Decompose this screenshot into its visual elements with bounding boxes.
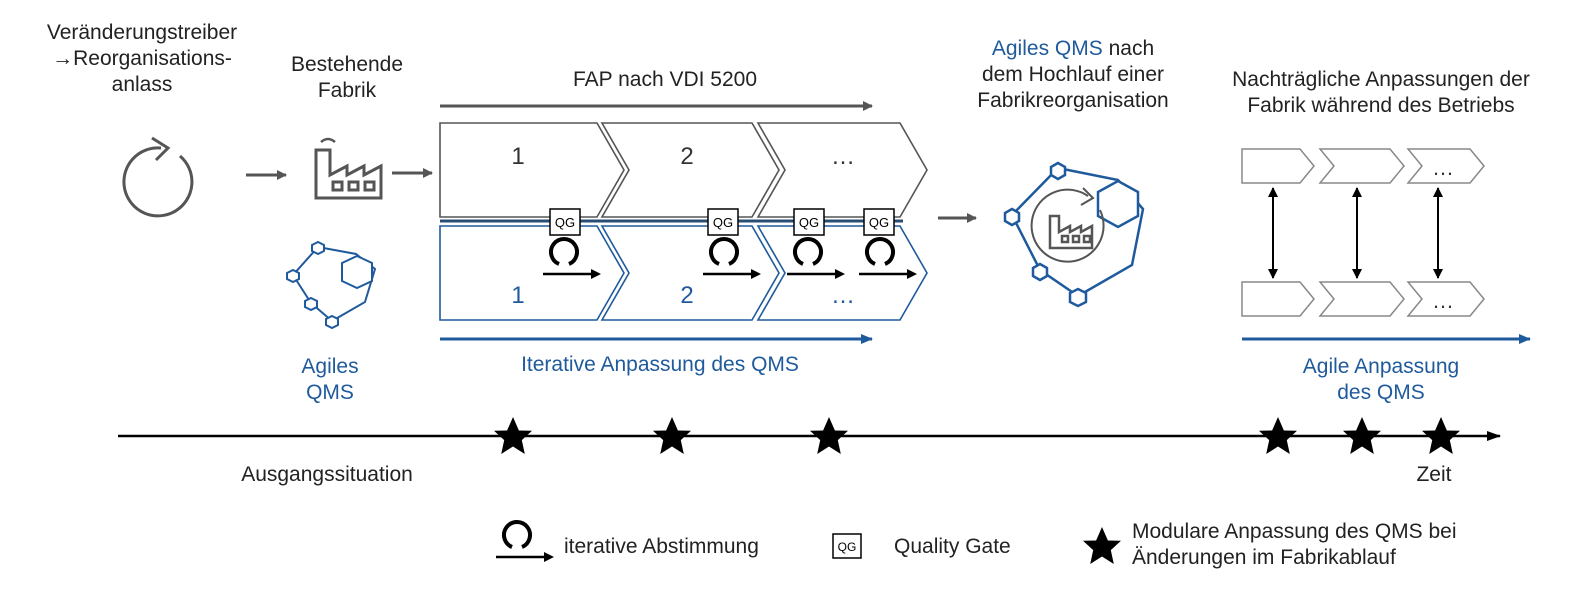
agile-qms-line-3: Fabrikreorganisation [977,89,1169,112]
baseline-label: Ausgangssituation [241,463,413,486]
driver-line-1: Veränderungstreiber [46,21,238,44]
legend-modular-adjustment-label: Modulare Anpassung des QMS bei Änderunge… [1132,519,1457,571]
legend-star-line-2: Änderungen im Fabrikablauf [1132,546,1396,569]
agile-qms-line-2: dem Hochlauf einer [981,63,1165,86]
factory-line-1: Bestehende [290,53,404,76]
agile-qms-rest: nach [1102,37,1155,60]
milestone-star-icon [1259,417,1297,454]
fap-title: FAP nach VDI 5200 [572,68,758,91]
agiles-qms-label: Agiles QMS [270,354,390,406]
small-chevron-ellipsis-bottom: … [1432,288,1454,313]
milestone-star-icon [1343,417,1381,454]
cycle-icon [122,136,194,218]
agiles-line-2: QMS [306,381,354,404]
qg-label: QG [869,215,889,230]
agile-adjustment-label: Agile Anpassung des QMS [1266,354,1496,406]
factory-label: Bestehende Fabrik [272,52,422,104]
driver-line-2: →Reorganisations- [52,47,232,70]
milestone-star-icon [653,417,691,454]
quality-gate-4: QG [863,208,895,236]
qg-label: QG [555,215,575,230]
small-chevron-ellipsis-top: … [1432,155,1454,180]
post-line-2: Fabrik während des Betriebs [1247,94,1515,117]
iteration-loop-icon [541,237,603,281]
milestone-star-icon [810,417,848,454]
factory-line-2: Fabrik [317,79,377,102]
fap-phase-1-label: 1 [511,143,524,170]
agiles-line-1: Agiles [301,355,359,378]
milestone-star-icon [494,417,532,454]
post-adjustment-label: Nachträgliche Anpassungen der Fabrik wäh… [1196,67,1566,119]
qg-label: QG [713,215,733,230]
legend-iteration-loop-icon [494,520,556,564]
iteration-loop-icon [701,237,763,281]
agile-qms-network-icon [286,240,377,330]
legend-star-icon [1083,527,1121,564]
driver-label: Veränderungstreiber →Reorganisations- an… [18,20,266,98]
time-axis-label: Zeit [1416,463,1452,486]
agile-adjustment-line-1: Agile Anpassung [1302,355,1460,378]
legend-quality-gate-icon: QG [832,533,862,559]
legend-iteration-label: iterative Abstimmung [564,535,759,558]
qms-phase-2-label: 2 [680,282,693,309]
fap-phase-more-label: … [831,143,855,170]
iteration-loop-icon [857,237,919,281]
fap-phase-2-label: 2 [680,143,693,170]
agile-qms-factory-icon [1003,161,1145,308]
driver-line-3: anlass [111,73,173,96]
fap-phase-chevrons [439,122,928,218]
agile-adjustment-line-2: des QMS [1337,381,1425,404]
quality-gate-3: QG [793,208,825,236]
iteration-loop-icon [785,237,847,281]
iterative-adjustment-label: Iterative Anpassung des QMS [521,353,799,376]
qms-phase-1-label: 1 [511,282,524,309]
qms-phase-more-label: … [831,282,855,309]
agile-qms-highlight: Agiles QMS [991,37,1103,60]
legend-star-line-1: Modulare Anpassung des QMS bei [1132,520,1457,543]
legend-quality-gate-label: Quality Gate [894,535,1011,558]
qg-label: QG [799,215,819,230]
agile-qms-after-rampup-label: Agiles QMS nach dem Hochlauf einer Fabri… [948,36,1198,114]
post-line-1: Nachträgliche Anpassungen der [1232,68,1530,91]
post-adjustment-chevrons [1241,148,1485,317]
qg-label: QG [838,540,857,554]
quality-gate-1: QG [549,208,581,236]
quality-gate-2: QG [707,208,739,236]
factory-icon [314,137,383,200]
milestone-star-icon [1422,417,1460,454]
